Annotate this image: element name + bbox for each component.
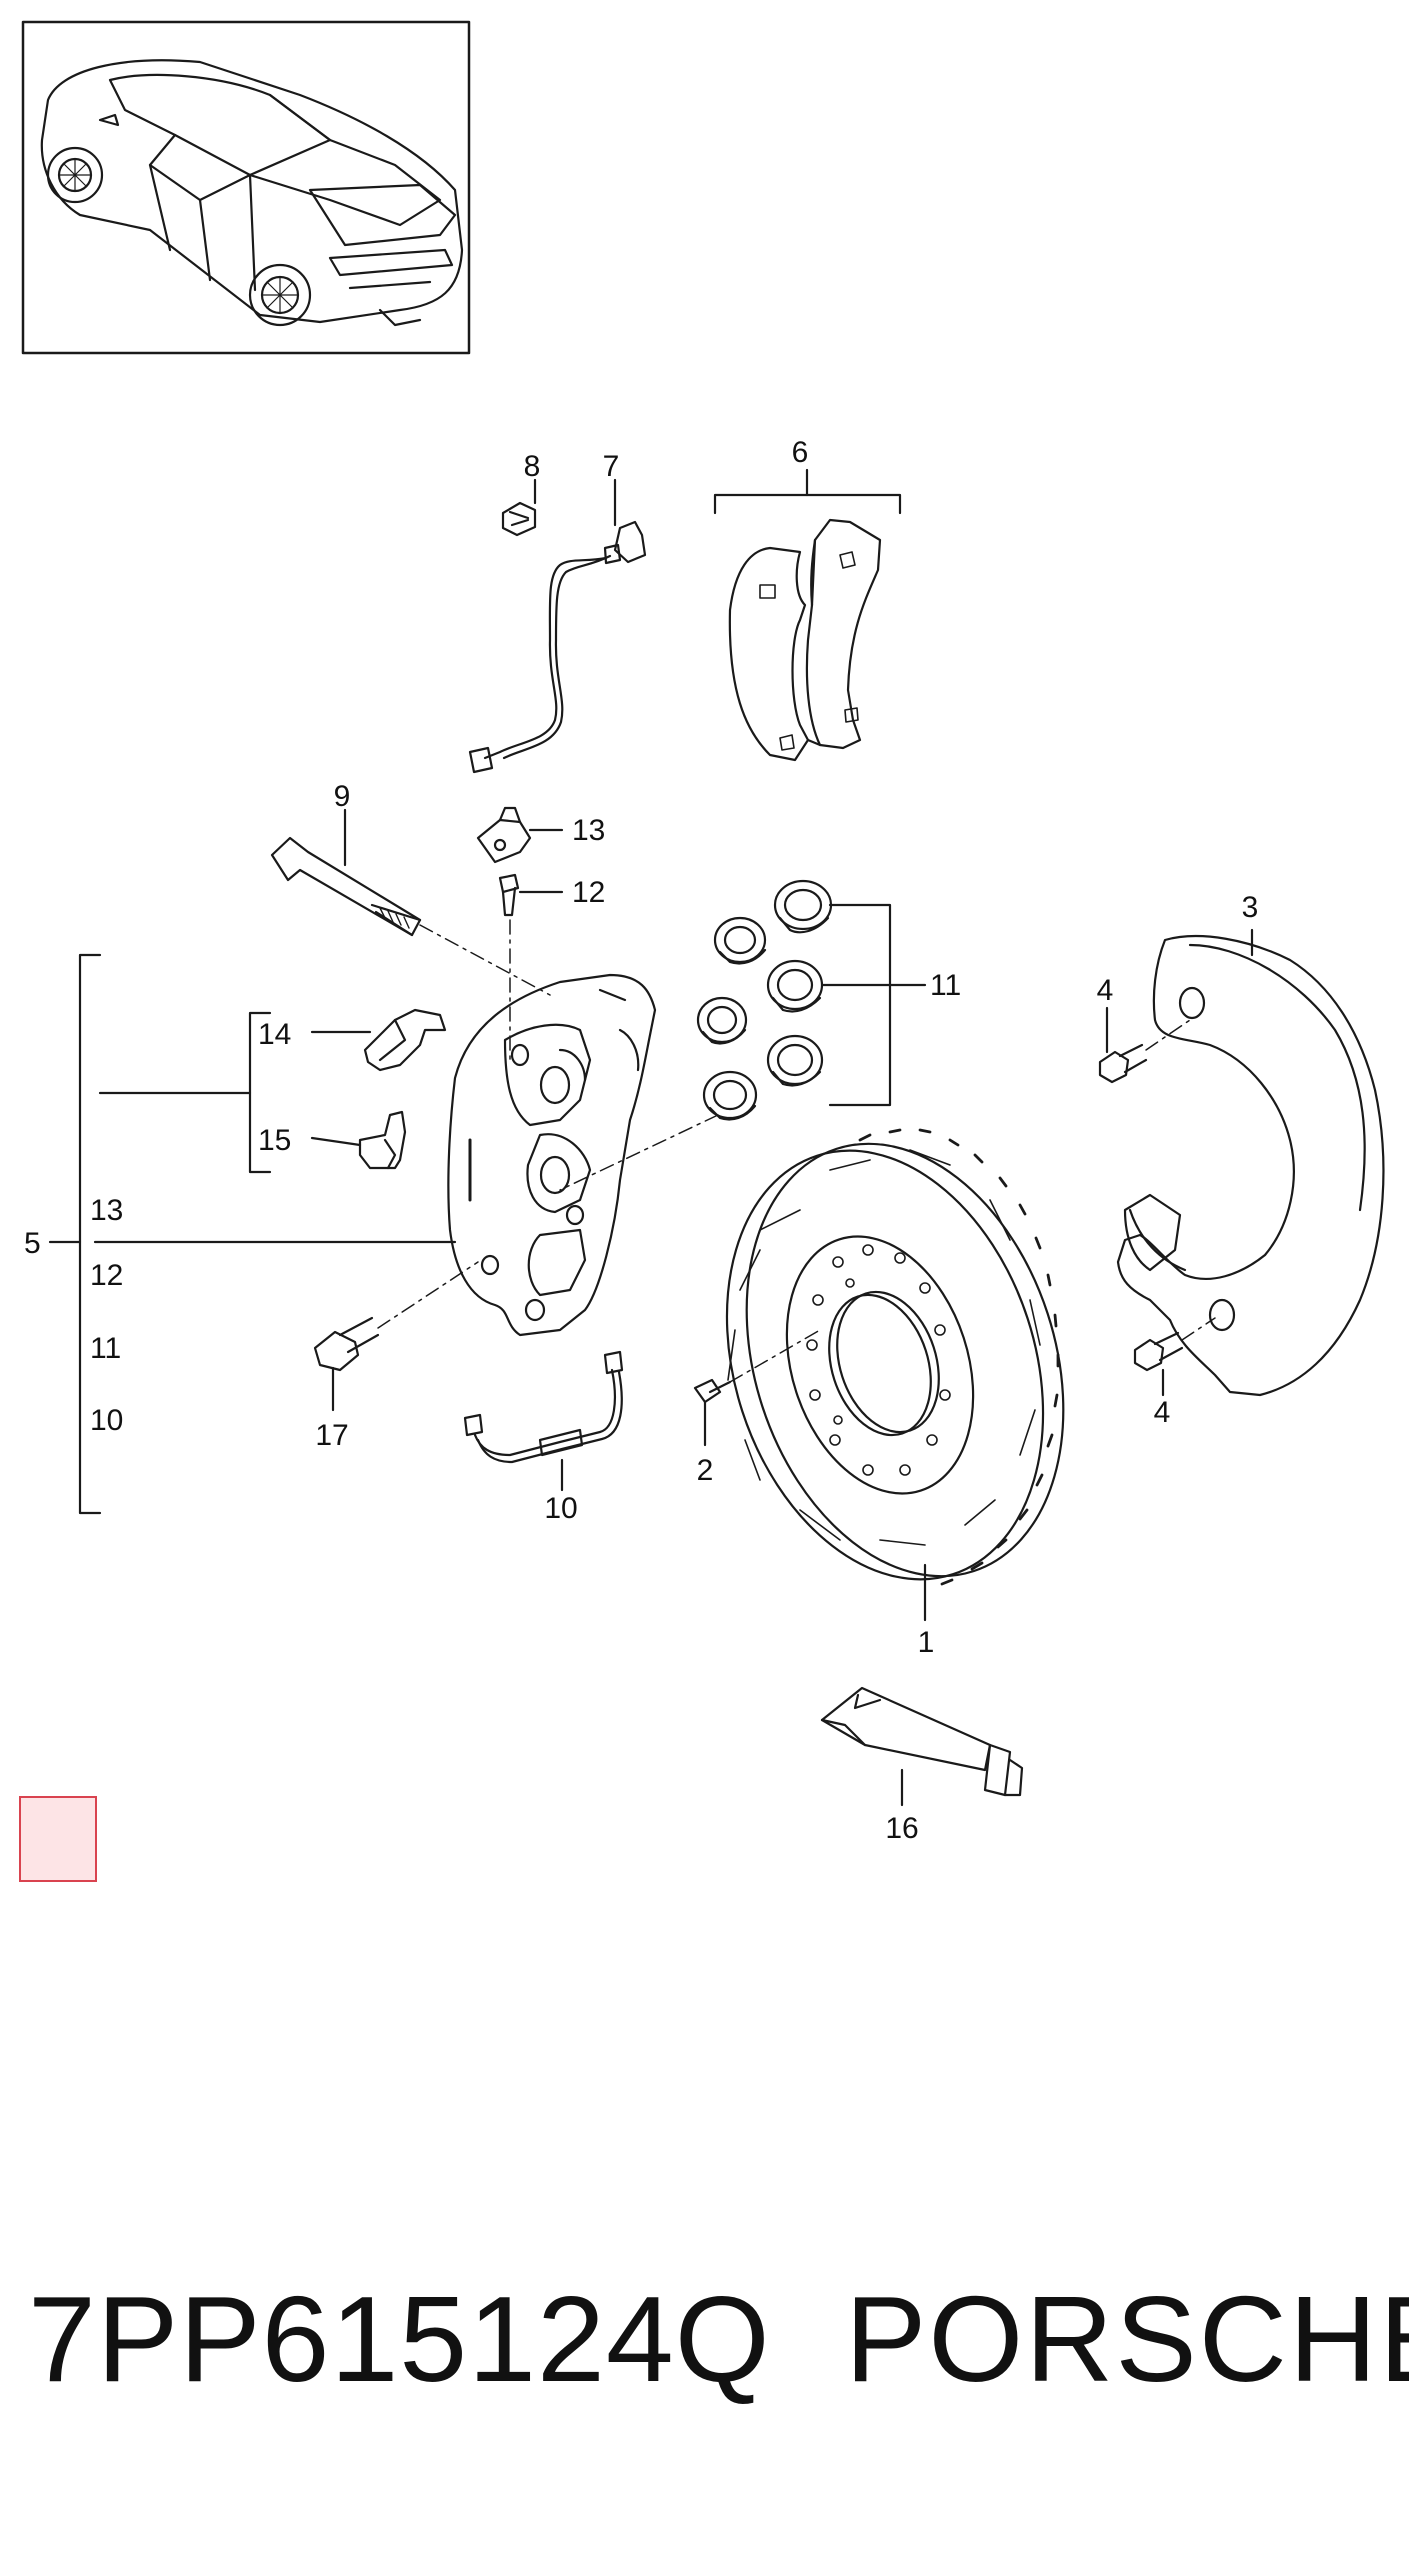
callout-15: 15 <box>258 1124 291 1157</box>
bracket-6 <box>713 493 902 515</box>
callout-4-upper: 4 <box>1097 974 1114 1007</box>
bleeder-screw-part-12 <box>498 873 520 917</box>
callout-2: 2 <box>697 1454 714 1487</box>
bracket5-label-13: 13 <box>90 1194 123 1227</box>
callout-12: 12 <box>572 876 605 909</box>
grease-tube-part-16 <box>820 1686 1024 1797</box>
screw-part-2 <box>693 1378 732 1404</box>
callout-3: 3 <box>1242 891 1259 924</box>
axis-line-17 <box>377 1261 479 1329</box>
bracket5-label-12: 12 <box>90 1259 123 1292</box>
callout-17: 17 <box>315 1419 348 1452</box>
caliper-part-5 <box>447 973 657 1337</box>
bracket5-label-11: 11 <box>90 1332 121 1365</box>
leader-15 <box>310 1136 362 1147</box>
axis-line-11 <box>559 1114 719 1191</box>
callout-1: 1 <box>918 1626 935 1659</box>
color-swatch <box>19 1796 97 1882</box>
wear-sensor-part-7 <box>468 520 647 774</box>
vehicle-thumbnail <box>21 20 471 355</box>
bracket5-label-10: 10 <box>90 1404 123 1437</box>
clip-part-8 <box>501 501 537 537</box>
brake-disc-part-1 <box>725 1128 1065 1586</box>
bolt-part-4-lower <box>1133 1331 1184 1372</box>
axis-line-4-lower <box>1181 1317 1216 1341</box>
dust-shield-part-3 <box>1116 934 1385 1397</box>
brand-label: PORSCHE <box>845 2271 1409 2407</box>
spring-clip-part-15 <box>358 1110 407 1170</box>
callout-13: 13 <box>572 814 605 847</box>
axis-line-2 <box>729 1329 821 1383</box>
callout-4-lower: 4 <box>1154 1396 1171 1429</box>
callout-10: 10 <box>544 1492 577 1525</box>
callout-16: 16 <box>885 1812 918 1845</box>
bolt-part-9 <box>270 836 422 937</box>
axis-line-9 <box>419 924 551 996</box>
axis-line-4-upper <box>1145 1019 1191 1051</box>
bracket-11 <box>828 903 892 1107</box>
bolt-part-17 <box>313 1316 380 1372</box>
bracket-5 <box>78 953 102 1515</box>
piston-seals-part-11 <box>696 879 833 1121</box>
callout-11: 11 <box>930 969 961 1002</box>
callout-5: 5 <box>24 1227 41 1260</box>
callout-7: 7 <box>603 450 620 483</box>
callout-6: 6 <box>792 436 809 469</box>
brake-pads-part-6 <box>728 518 882 762</box>
spring-clip-part-14 <box>363 1008 447 1072</box>
bolt-part-4-upper <box>1098 1043 1148 1084</box>
callout-14: 14 <box>258 1018 291 1051</box>
callout-8: 8 <box>524 450 541 483</box>
bracket-part-13 <box>476 806 532 864</box>
callout-9: 9 <box>334 780 351 813</box>
brake-line-part-10 <box>463 1350 624 1464</box>
part-number-label: 7PP615124Q <box>28 2271 771 2407</box>
